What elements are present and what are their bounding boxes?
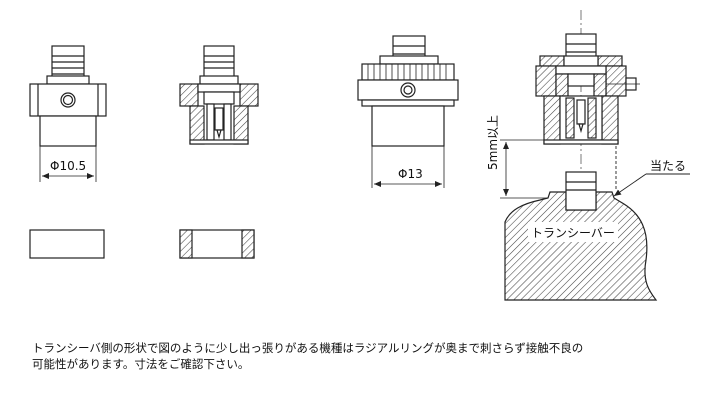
contact-callout (613, 146, 690, 197)
connector-dimension-drawing: Φ10.5 (29, 10, 690, 301)
ring-side-view (29, 229, 105, 259)
small-diameter-label: Φ10.5 (50, 159, 86, 173)
compatibility-note: トランシーバ側の形状で図のように少し出っ張りがある機種はラジアルリングが奥まで刺… (32, 340, 692, 372)
min-depth-label: 5mm以上 (486, 115, 500, 170)
connector-large-side-view (357, 35, 459, 188)
connector-small-cross-section (179, 45, 259, 145)
ring-cross-section (179, 229, 255, 259)
large-diameter-label: Φ13 (398, 167, 423, 181)
note-line-1: トランシーバ側の形状で図のように少し出っ張りがある機種はラジアルリングが奥まで刺… (32, 341, 584, 355)
note-line-2: 可能性があります。寸法をご確認下さい。 (32, 357, 250, 371)
transceiver-bar-label: トランシーバー (531, 226, 615, 240)
depth-dimension (500, 139, 560, 199)
transceiver-body (504, 171, 658, 301)
connector-small-side-view (29, 45, 107, 182)
connector-large-cross-section (535, 10, 640, 240)
contact-label: 当たる (650, 159, 686, 173)
